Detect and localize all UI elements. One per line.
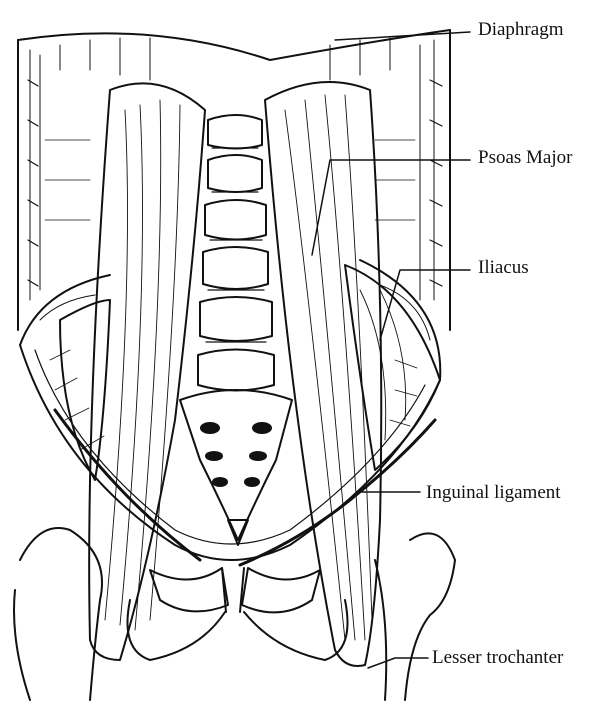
label-inguinal-ligament: Inguinal ligament (426, 483, 561, 502)
label-iliacus: Iliacus (478, 258, 529, 277)
pubis (128, 568, 348, 660)
label-diaphragm: Diaphragm (478, 20, 563, 39)
label-psoas-major: Psoas Major (478, 148, 572, 167)
label-lesser-trochanter: Lesser trochanter (432, 648, 563, 667)
pelvis (20, 260, 440, 560)
leader-lines (312, 32, 470, 668)
sacrum (180, 390, 292, 545)
leader-trochanter (368, 658, 428, 668)
vertebral-column (198, 115, 274, 391)
leader-psoas (312, 160, 470, 255)
femur-right (375, 533, 455, 700)
diaphragm-wall (18, 30, 450, 330)
